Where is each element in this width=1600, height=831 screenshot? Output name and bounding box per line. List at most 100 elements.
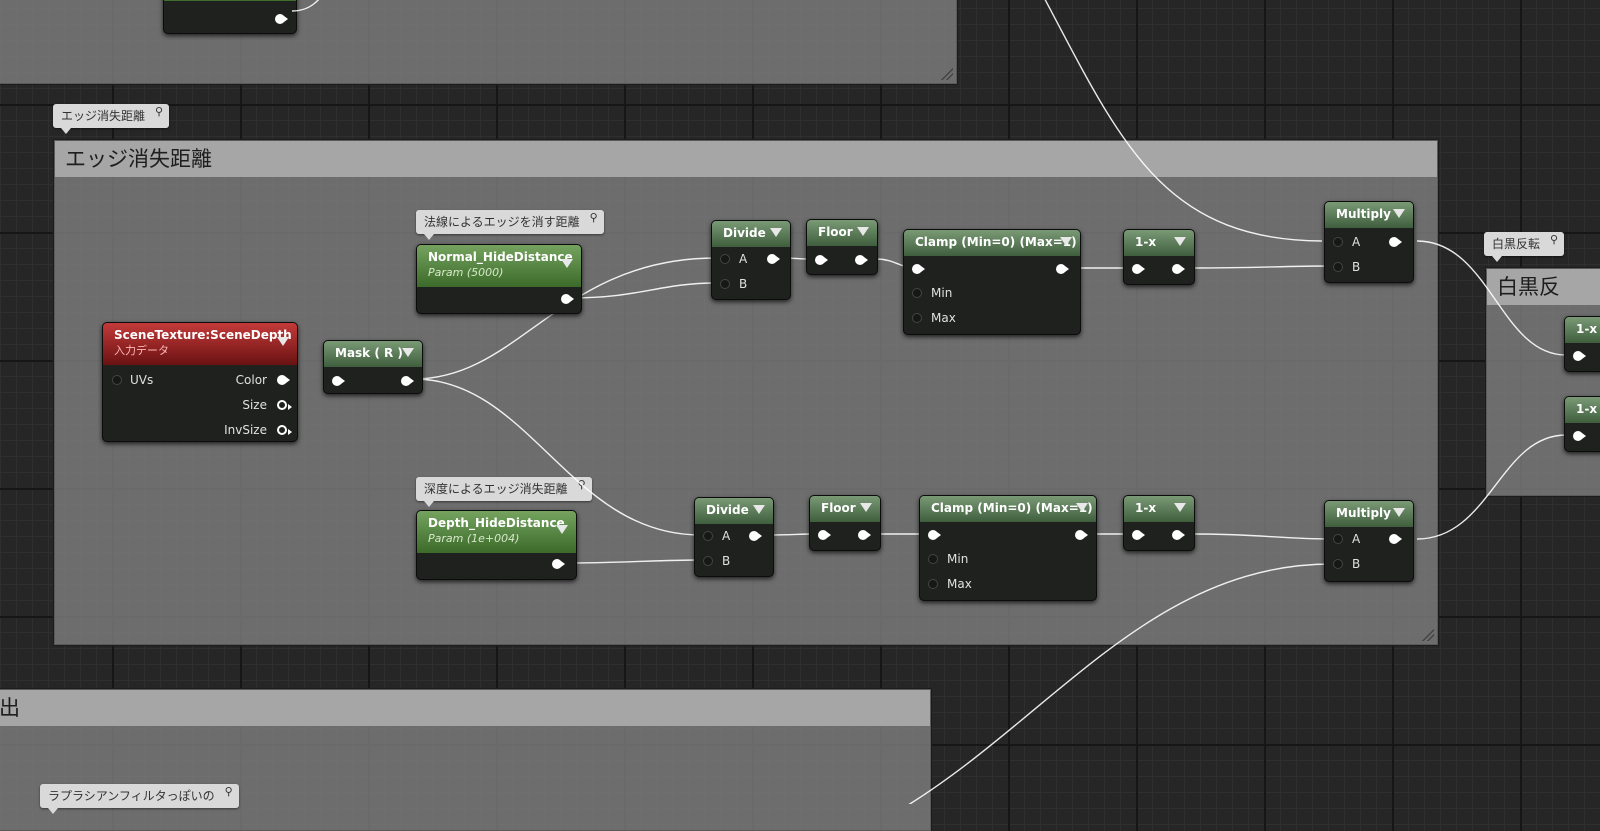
- input-pin-b[interactable]: [720, 279, 730, 289]
- resize-grip-icon[interactable]: [941, 68, 953, 80]
- input-pin[interactable]: [1132, 530, 1145, 540]
- chevron-down-icon[interactable]: [402, 348, 414, 357]
- node-one-minus-right-2[interactable]: 1-x: [1564, 396, 1600, 452]
- input-pin-min[interactable]: [912, 288, 922, 298]
- comment-box-bw-invert[interactable]: 白黒反: [1486, 268, 1600, 496]
- node-clamp-bottom[interactable]: Clamp (Min=0) (Max=1) Min Max: [919, 495, 1097, 601]
- input-pin-min[interactable]: [928, 554, 938, 564]
- node-normal-hide-distance[interactable]: Normal_HideDistance Param (5000): [416, 244, 582, 314]
- node-header[interactable]: Multiply: [1325, 501, 1413, 527]
- node-header[interactable]: Depth_HideDistance Param (1e+004): [417, 511, 576, 553]
- pin-icon[interactable]: ⚲: [1549, 233, 1559, 246]
- node-header[interactable]: 1-x: [1124, 496, 1194, 522]
- input-pin[interactable]: [818, 530, 831, 540]
- output-pin[interactable]: [1075, 530, 1088, 540]
- chevron-down-icon[interactable]: [860, 503, 872, 512]
- node-header[interactable]: Floor: [810, 496, 880, 522]
- output-pin[interactable]: [1389, 237, 1402, 247]
- comment-box-bottom[interactable]: 出: [0, 689, 931, 831]
- output-pin[interactable]: [749, 531, 762, 541]
- node-divide-top[interactable]: Divide A B: [711, 220, 791, 300]
- node-one-minus-top[interactable]: 1-x: [1123, 229, 1195, 285]
- node-one-minus-bottom[interactable]: 1-x: [1123, 495, 1195, 551]
- input-pin[interactable]: [1573, 431, 1586, 441]
- node-comment-normal[interactable]: 法線によるエッジを消す距離 ⚲: [416, 210, 604, 240]
- input-pin[interactable]: [1132, 264, 1145, 274]
- node-header[interactable]: SceneTexture:SceneDepth 入力データ: [103, 323, 297, 365]
- node-multiply-bottom[interactable]: Multiply A B: [1324, 500, 1414, 582]
- input-pin-max[interactable]: [912, 313, 922, 323]
- comment-title[interactable]: エッジ消失距離: [55, 141, 1437, 177]
- chevron-down-icon[interactable]: [1174, 237, 1186, 246]
- output-pin-size[interactable]: [277, 400, 292, 410]
- output-pin[interactable]: [401, 376, 414, 386]
- node-mask[interactable]: Mask ( R ): [323, 340, 423, 394]
- input-pin-b[interactable]: [1333, 262, 1343, 272]
- node-scene-texture[interactable]: SceneTexture:SceneDepth 入力データ UVs Color …: [102, 322, 298, 442]
- output-pin[interactable]: [767, 254, 780, 264]
- output-pin[interactable]: [552, 559, 565, 569]
- chevron-down-icon[interactable]: [561, 259, 573, 268]
- input-pin-a[interactable]: [720, 254, 730, 264]
- input-pin-a[interactable]: [703, 531, 713, 541]
- chevron-down-icon[interactable]: [1076, 503, 1088, 512]
- node-header[interactable]: Normal_HideDistance Param (5000): [417, 245, 581, 287]
- chevron-down-icon[interactable]: [1060, 237, 1072, 246]
- output-pin[interactable]: [1389, 534, 1402, 544]
- output-pin[interactable]: [1056, 264, 1069, 274]
- comment-title[interactable]: 白黒反: [1487, 269, 1600, 305]
- node-header[interactable]: 1-x: [1565, 317, 1600, 343]
- comment-bubble-bw[interactable]: 白黒反転 ⚲: [1484, 232, 1565, 262]
- node-header[interactable]: Multiply: [1325, 202, 1413, 228]
- node-header[interactable]: Clamp (Min=0) (Max=1): [904, 230, 1080, 256]
- input-pin-uvs[interactable]: [112, 375, 122, 385]
- input-pin[interactable]: [928, 530, 941, 540]
- node-floor-top[interactable]: Floor: [806, 219, 878, 275]
- output-pin-icon[interactable]: [275, 14, 288, 24]
- chevron-down-icon[interactable]: [753, 505, 765, 514]
- input-pin[interactable]: [1573, 351, 1586, 361]
- output-pin[interactable]: [1172, 264, 1185, 274]
- input-pin[interactable]: [332, 376, 345, 386]
- input-pin[interactable]: [912, 264, 925, 274]
- pin-icon[interactable]: ⚲: [224, 785, 233, 798]
- output-pin-invsize[interactable]: [277, 425, 292, 435]
- output-pin[interactable]: [858, 530, 871, 540]
- node-depth-hide-distance[interactable]: Depth_HideDistance Param (1e+004): [416, 510, 577, 580]
- node-header[interactable]: Divide: [695, 498, 773, 524]
- input-pin-a[interactable]: [1333, 237, 1343, 247]
- pin-icon[interactable]: ⚲: [154, 105, 164, 118]
- node-header[interactable]: Mask ( R ): [324, 341, 422, 367]
- input-pin-a[interactable]: [1333, 534, 1343, 544]
- chevron-down-icon[interactable]: [1393, 508, 1405, 517]
- comment-box-top[interactable]: [0, 0, 957, 84]
- output-pin-color[interactable]: [277, 375, 290, 385]
- node-comment-depth[interactable]: 深度によるエッジ消失距離 ⚲: [416, 477, 592, 507]
- input-pin-b[interactable]: [703, 556, 713, 566]
- node-partial-top[interactable]: [163, 0, 297, 34]
- node-floor-bottom[interactable]: Floor: [809, 495, 881, 551]
- chevron-down-icon[interactable]: [857, 227, 869, 236]
- output-pin[interactable]: [855, 255, 868, 265]
- node-header[interactable]: Clamp (Min=0) (Max=1): [920, 496, 1096, 522]
- output-pin[interactable]: [1172, 530, 1185, 540]
- node-header[interactable]: 1-x: [1565, 397, 1600, 423]
- input-pin-b[interactable]: [1333, 559, 1343, 569]
- node-header[interactable]: Floor: [807, 220, 877, 246]
- chevron-down-icon[interactable]: [1174, 503, 1186, 512]
- node-clamp-top[interactable]: Clamp (Min=0) (Max=1) Min Max: [903, 229, 1081, 335]
- pin-icon[interactable]: ⚲: [577, 478, 586, 491]
- node-multiply-top[interactable]: Multiply A B: [1324, 201, 1414, 283]
- chevron-down-icon[interactable]: [770, 228, 782, 237]
- chevron-down-icon[interactable]: [1393, 209, 1405, 218]
- input-pin[interactable]: [815, 255, 828, 265]
- resize-grip-icon[interactable]: [1422, 629, 1434, 641]
- chevron-down-icon[interactable]: [556, 525, 568, 534]
- input-pin-max[interactable]: [928, 579, 938, 589]
- node-divide-bottom[interactable]: Divide A B: [694, 497, 774, 577]
- node-header[interactable]: 1-x: [1124, 230, 1194, 256]
- comment-bubble-laplacian[interactable]: ラプラシアンフィルタっぽいの ⚲: [40, 784, 239, 814]
- node-header[interactable]: Divide: [712, 221, 790, 247]
- comment-bubble-edge[interactable]: エッジ消失距離 ⚲: [53, 104, 170, 134]
- output-pin[interactable]: [561, 294, 574, 304]
